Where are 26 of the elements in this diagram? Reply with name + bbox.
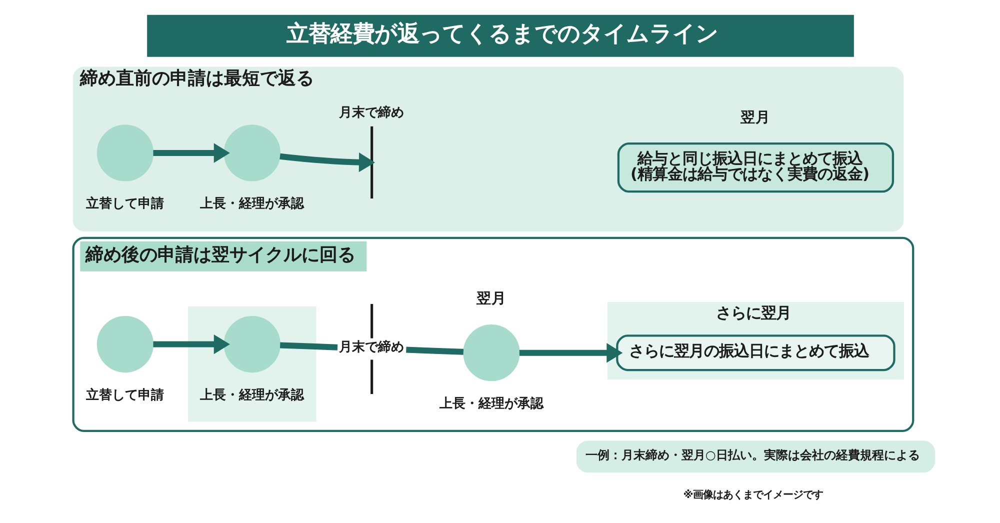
arrow	[518, 343, 622, 363]
arrow	[279, 152, 374, 172]
node-box: 給与と同じ振込日にまとめて振込 (精算金は給与ではなく実費の返金)	[616, 142, 894, 193]
node-label: 上長・経理が承認	[439, 396, 544, 412]
node-box: さらに翌月の振込日にまとめて振込	[616, 334, 895, 372]
node-label: 立替して申請	[86, 196, 164, 212]
label: 翌月	[740, 109, 770, 126]
arrow	[152, 143, 230, 163]
node-label: 月末で締め	[338, 106, 404, 121]
arrow	[152, 334, 230, 354]
node-circle	[96, 124, 153, 182]
node-label: 上長・経理が承認	[200, 388, 304, 403]
node-label: 月末で締め	[338, 340, 404, 356]
node-box: 一例：月末締め・翌月○日払い。実際は会社の経費規程による	[576, 440, 934, 473]
node-label: 上長・経理が承認	[200, 196, 304, 212]
node-circle	[462, 324, 520, 382]
node-circle	[223, 316, 280, 373]
node-box	[370, 126, 373, 198]
diagram-title: 立替経費が返ってくるまでのタイムライン	[286, 20, 718, 47]
label: 翌月	[476, 290, 506, 308]
node-circle	[96, 316, 153, 373]
connector	[279, 342, 338, 350]
node-circle	[223, 124, 280, 182]
label: ※画像はあくまでイメージです	[682, 488, 823, 501]
connector	[406, 346, 464, 355]
node-label: 立替して申請	[86, 388, 164, 403]
